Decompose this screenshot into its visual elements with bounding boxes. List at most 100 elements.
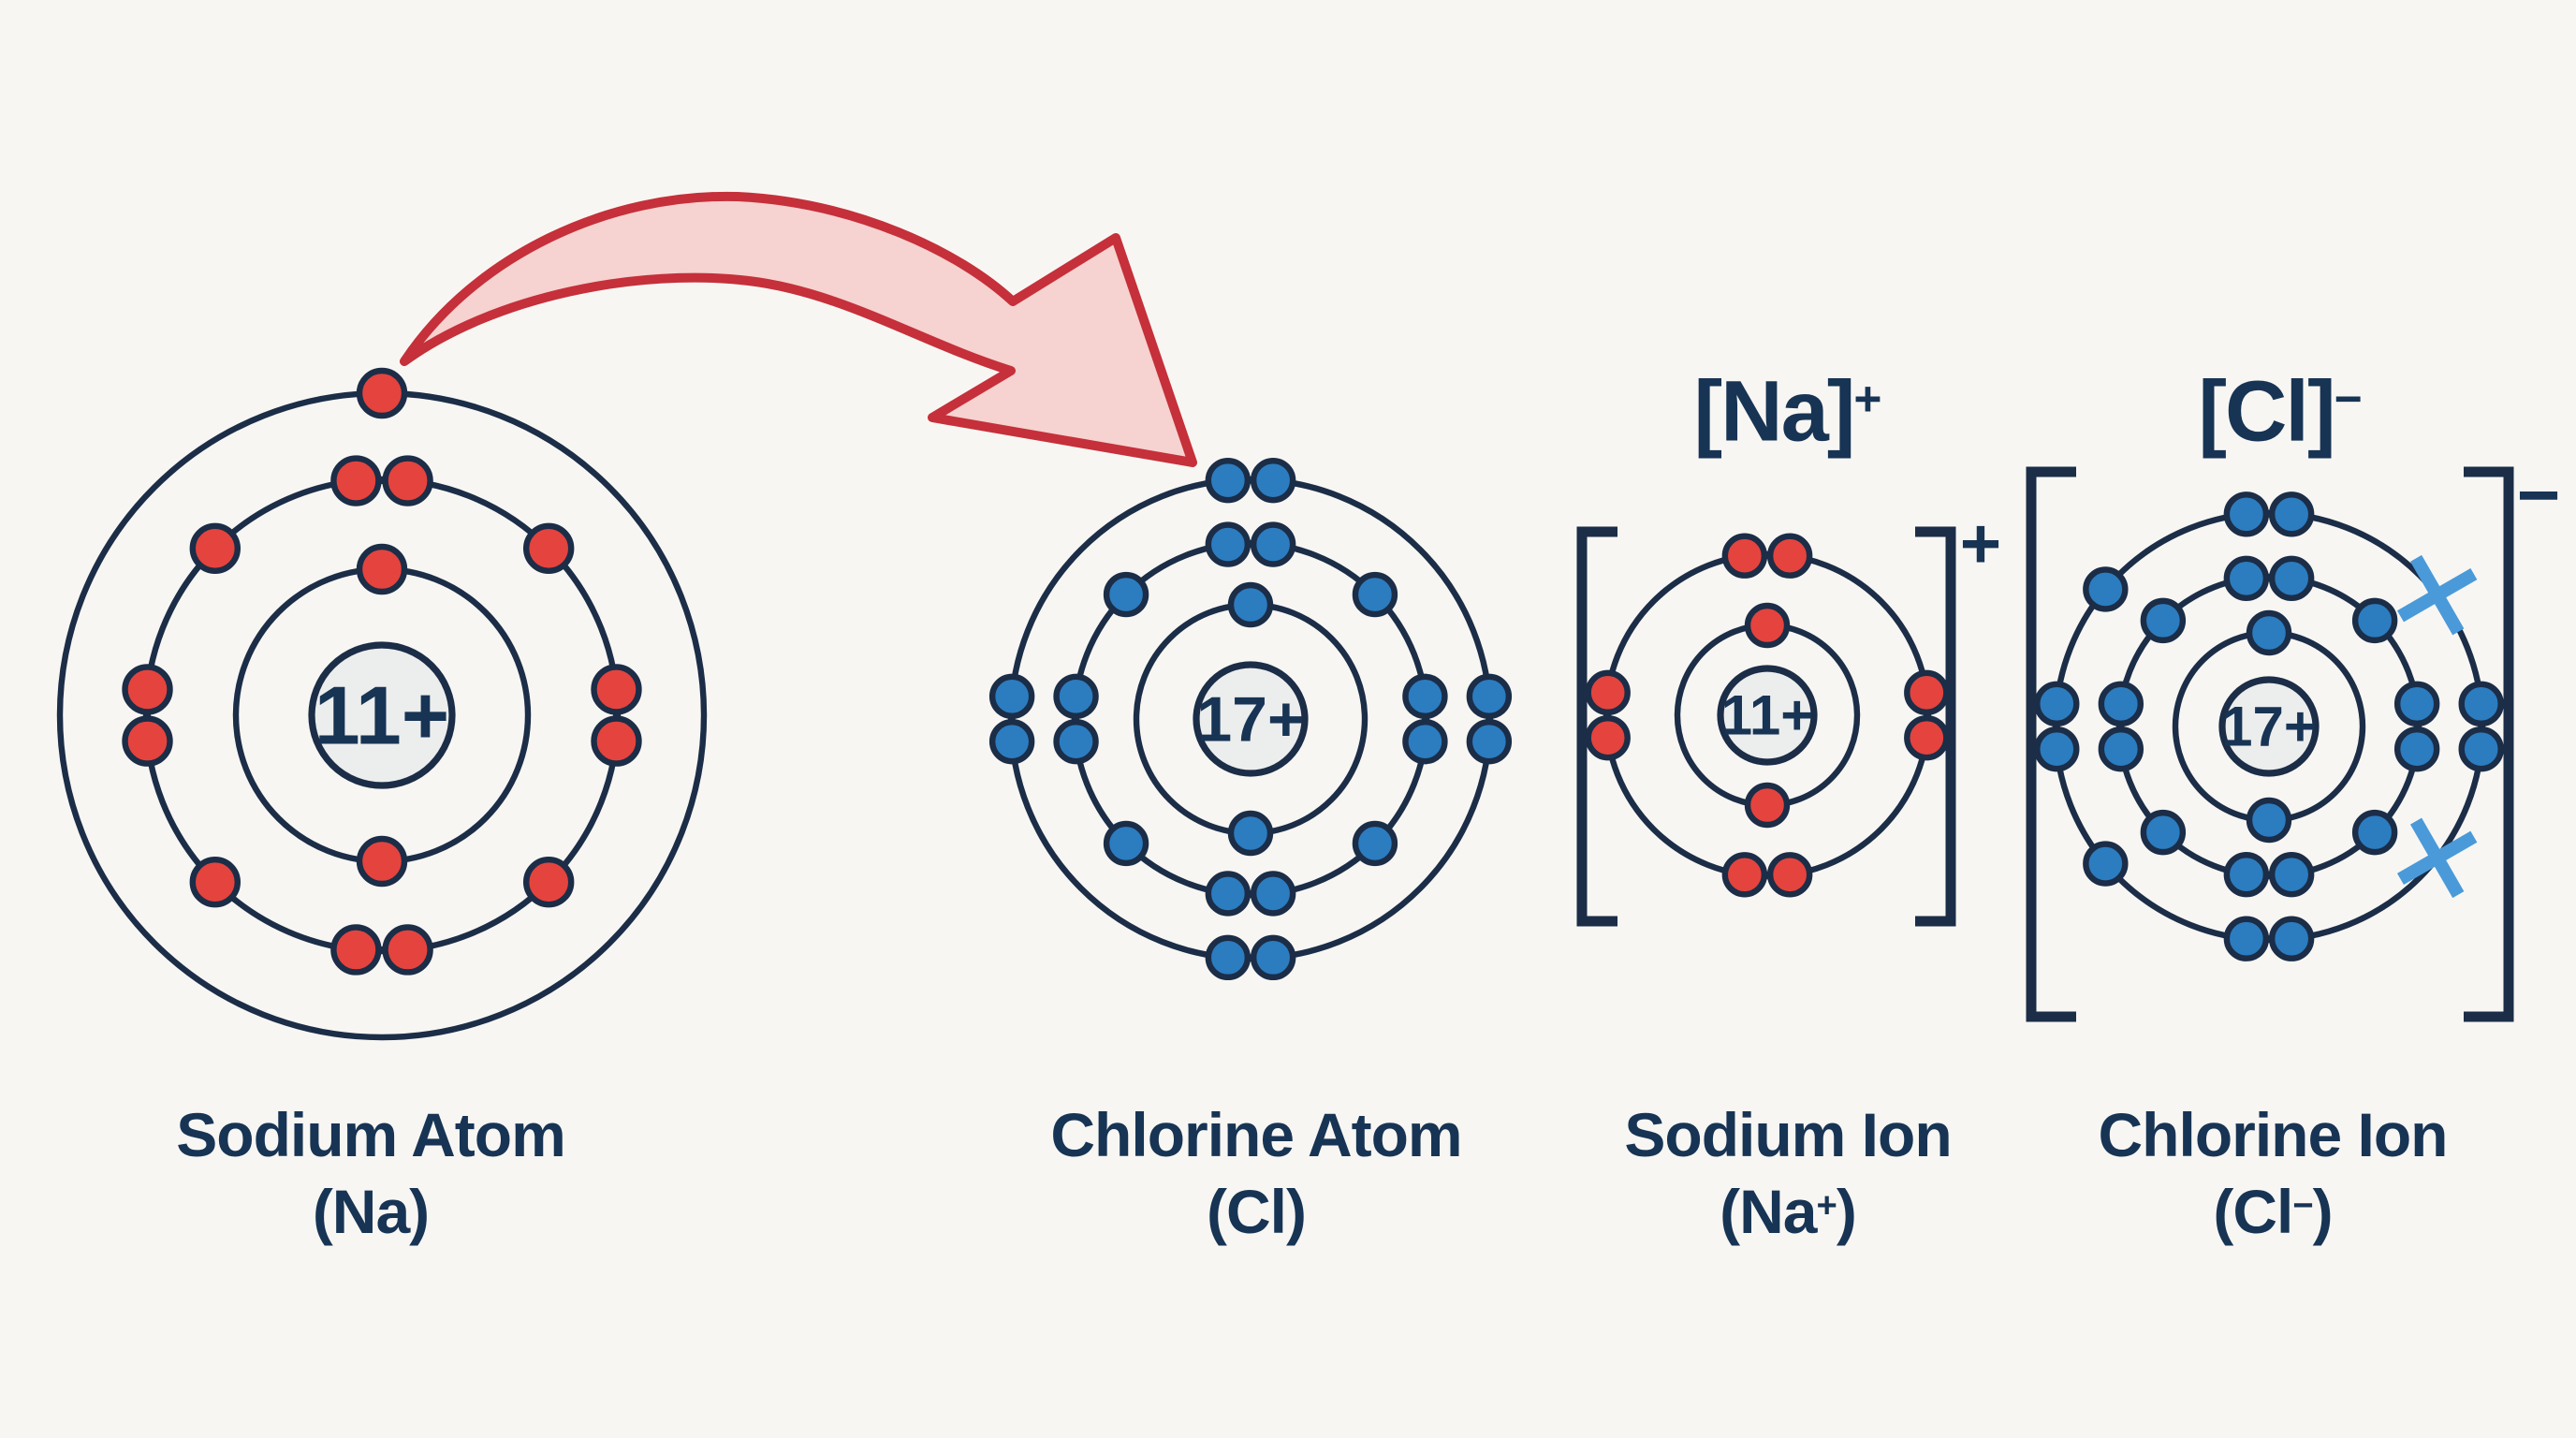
electron-dot (2223, 555, 2270, 602)
chlorine-atom-nucleus (1193, 661, 1309, 777)
electron-dot (1766, 852, 1813, 898)
electron-dot (591, 664, 642, 715)
electron-dot (2098, 681, 2144, 727)
electron-dot (1250, 871, 1296, 917)
electron-dot (2223, 492, 2270, 537)
electron-dot (2268, 555, 2315, 602)
chlorine-ion: 17+ − (2026, 453, 2561, 1022)
chlorine-ion-caption-symbol: (Cl−) (2099, 1174, 2448, 1251)
electron-dot (2083, 566, 2129, 612)
electron-dot (1103, 571, 1149, 618)
electron-dot (330, 455, 382, 506)
electron-dot (2098, 726, 2144, 772)
electron-dot (1053, 673, 1099, 720)
sodium-atom-nucleus-label: 11+ (315, 668, 449, 761)
electron-dot (1103, 820, 1149, 867)
caption-symbol-charge: − (2292, 1184, 2313, 1225)
electron-dot (1205, 457, 1251, 504)
electron-dot (1904, 714, 1950, 761)
sodium-atom: 11+ (56, 367, 708, 1041)
electron-dot (2246, 609, 2292, 656)
chlorine-ion-formula-label: [Cl]− (2198, 363, 2362, 462)
sodium-ion: 11+ + (1576, 505, 2001, 927)
electron-dot (1904, 669, 1950, 716)
caption-symbol-part: (Cl (2213, 1176, 2293, 1246)
electron-dot (1766, 533, 1813, 579)
chlorine-ion-right-bracket (2464, 466, 2514, 1022)
chlorine-ion-formula-charge: − (2334, 371, 2363, 426)
electron-dot (2140, 597, 2187, 644)
electron-dot (2083, 841, 2129, 887)
sodium-ion-caption-name: Sodium Ion (1624, 1100, 1952, 1169)
chlorine-atom-caption-symbol: (Cl) (1050, 1174, 1461, 1251)
electron-dot (1053, 718, 1099, 765)
electron-dot (1744, 782, 1791, 829)
sodium-ion-caption: Sodium Ion (Na+) (1624, 1097, 1952, 1251)
electron-dot (1227, 810, 1274, 857)
caption-symbol-part: (Cl) (1207, 1176, 1307, 1246)
caption-symbol-part: ) (1836, 1176, 1857, 1246)
electron-dot (1402, 718, 1448, 765)
electron-dot (356, 367, 408, 419)
sodium-atom-nucleus (308, 641, 456, 789)
electron-dot (330, 924, 382, 976)
electron-dot (1744, 602, 1791, 649)
chlorine-ion-caption-name: Chlorine Ion (2098, 1100, 2449, 1169)
electron-dot (1466, 673, 1513, 720)
electron-dot (2393, 726, 2440, 772)
chlorine-ion-left-bracket (2026, 466, 2076, 1022)
electron-dot (382, 924, 433, 976)
electron-dot (1352, 571, 1398, 618)
sodium-ion-right-bracket (1915, 526, 1956, 927)
electron-dot (1721, 533, 1768, 579)
electron-dot (2268, 851, 2315, 898)
electron-dot (189, 856, 242, 908)
caption-symbol-charge: + (1816, 1184, 1837, 1225)
electron-dot (988, 673, 1035, 720)
electron-dot (1250, 521, 1296, 567)
electron-dot (522, 856, 575, 908)
electron-dot (1205, 521, 1251, 567)
electron-dot (2268, 492, 2315, 537)
chlorine-ion-nucleus-label: 17+ (2221, 696, 2317, 758)
electron-dot (1352, 820, 1398, 867)
sodium-ion-nucleus-label: 11+ (1721, 684, 1813, 747)
sodium-ion-formula-text: [Na] (1693, 363, 1856, 460)
electron-dot (1227, 581, 1274, 628)
caption-symbol-part: ) (2312, 1176, 2334, 1246)
electron-dot (1250, 457, 1296, 504)
transferred-electron-x-mark (2396, 817, 2478, 899)
electron-dot (382, 455, 433, 506)
sodium-ion-caption-symbol: (Na+) (1624, 1174, 1951, 1251)
electron-dot (2351, 597, 2398, 644)
electron-dot (122, 715, 173, 767)
electron-dot (1250, 934, 1296, 981)
electron-dot (356, 835, 408, 888)
chlorine-atom: 17+ (988, 457, 1513, 981)
caption-symbol-part: (Na) (312, 1176, 430, 1246)
electron-dot (1402, 673, 1448, 720)
sodium-ion-left-bracket (1576, 526, 1617, 927)
electron-dot (1466, 718, 1513, 765)
electron-dot (189, 522, 242, 575)
electron-dot (1585, 714, 1631, 761)
chlorine-ion-nucleus (2218, 676, 2320, 777)
electron-dot (2034, 681, 2080, 727)
electron-dot (1721, 852, 1768, 898)
chlorine-ion-caption: Chlorine Ion (Cl−) (2098, 1097, 2449, 1251)
electron-dot (2351, 809, 2398, 856)
chlorine-ion-bracket-charge: − (2517, 453, 2561, 536)
sodium-ion-formula-charge: + (1853, 371, 1882, 426)
chlorine-ion-formula-text: [Cl] (2198, 363, 2335, 460)
sodium-ion-bracket-charge: + (1960, 505, 2001, 584)
electron-dot (591, 715, 642, 767)
electron-dot (522, 522, 575, 575)
electron-dot (2393, 681, 2440, 727)
electron-transfer-arrow (400, 191, 1197, 467)
caption-symbol-part: (Na (1720, 1176, 1817, 1246)
electron-dot (1585, 669, 1631, 716)
electron-dot (356, 543, 408, 595)
sodium-atom-caption: Sodium Atom (Na) (176, 1097, 566, 1251)
